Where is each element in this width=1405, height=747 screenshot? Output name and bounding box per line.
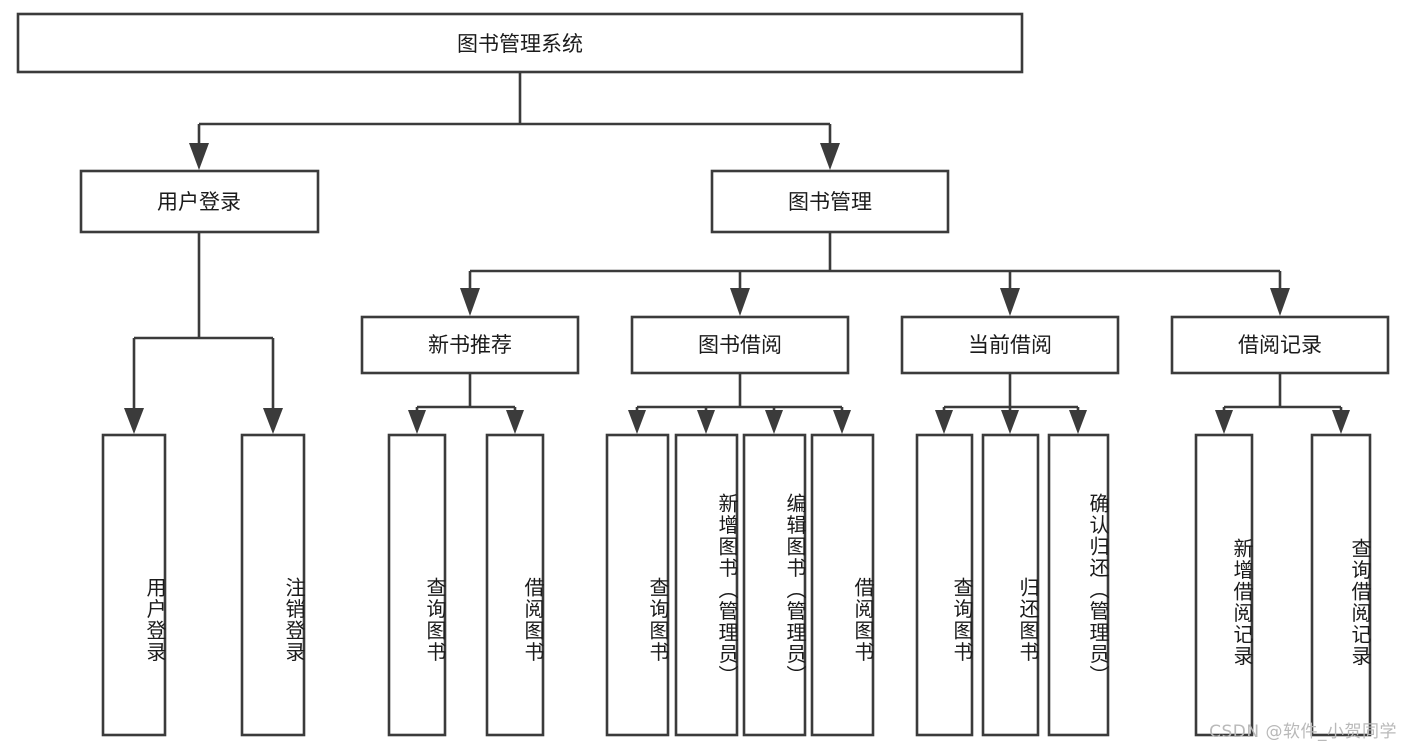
- arrow-head-icon: [263, 408, 283, 434]
- leaf-box-query-book-new[interactable]: [387, 433, 447, 737]
- node-user-login[interactable]: 用户登录: [79, 169, 320, 234]
- arrow-head-icon: [1001, 410, 1019, 434]
- node-root-label: 图书管理系统: [457, 32, 583, 56]
- connector-borrow-record-to-leaves: [1215, 373, 1350, 434]
- arrow-head-icon: [189, 143, 209, 170]
- arrow-head-icon: [833, 410, 851, 434]
- leaf-box-add-book-admin[interactable]: [674, 433, 739, 737]
- connector-current-borrow-to-leaves: [935, 373, 1087, 434]
- leaf-box-borrow-book-new[interactable]: [485, 433, 545, 737]
- arrow-head-icon: [408, 410, 426, 434]
- node-root-book-management-system[interactable]: 图书管理系统: [16, 12, 1024, 74]
- node-book-management[interactable]: 图书管理: [710, 169, 950, 234]
- arrow-head-icon: [628, 410, 646, 434]
- csdn-watermark: CSDN @软件_小贺同学: [1209, 722, 1397, 742]
- connector-new-book-to-leaves: [408, 373, 524, 434]
- arrow-head-icon: [1270, 288, 1290, 316]
- connector-root-to-level2: [189, 72, 840, 170]
- arrow-head-icon: [935, 410, 953, 434]
- node-borrow-record-label: 借阅记录: [1238, 333, 1322, 357]
- leaf-node-boxes: [101, 433, 1372, 737]
- arrow-head-icon: [765, 410, 783, 434]
- leaf-box-borrow-book[interactable]: [810, 433, 875, 737]
- leaf-box-confirm-return-admin[interactable]: [1047, 433, 1110, 737]
- node-current-borrow-label: 当前借阅: [968, 333, 1052, 357]
- arrow-head-icon: [1332, 410, 1350, 434]
- connector-book-borrow-to-leaves: [628, 373, 851, 434]
- leaf-box-logout[interactable]: [240, 433, 306, 737]
- arrow-head-icon: [460, 288, 480, 316]
- node-new-book-recommend-label: 新书推荐: [428, 333, 512, 357]
- node-user-login-label: 用户登录: [157, 190, 241, 214]
- leaf-box-return-book[interactable]: [981, 433, 1040, 737]
- arrow-head-icon: [1000, 288, 1020, 316]
- arrow-head-icon: [1069, 410, 1087, 434]
- arrow-head-icon: [1215, 410, 1233, 434]
- leaf-box-user-login[interactable]: [101, 433, 167, 737]
- node-book-borrow[interactable]: 图书借阅: [630, 315, 850, 375]
- node-borrow-record[interactable]: 借阅记录: [1170, 315, 1390, 375]
- node-new-book-recommend[interactable]: 新书推荐: [360, 315, 580, 375]
- connector-user-login-to-leaves: [124, 232, 283, 434]
- arrow-head-icon: [820, 143, 840, 170]
- leaf-box-query-book-borrow[interactable]: [605, 433, 670, 737]
- node-book-management-label: 图书管理: [788, 190, 872, 214]
- leaf-box-edit-book-admin[interactable]: [742, 433, 807, 737]
- leaf-box-query-book-current[interactable]: [915, 433, 974, 737]
- node-current-borrow[interactable]: 当前借阅: [900, 315, 1120, 375]
- leaf-box-add-borrow-record[interactable]: [1194, 433, 1254, 737]
- arrow-head-icon: [730, 288, 750, 316]
- arrow-head-icon: [124, 408, 144, 434]
- connector-book-mgmt-to-level3: [460, 232, 1290, 316]
- arrow-head-icon: [697, 410, 715, 434]
- arrow-head-icon: [506, 410, 524, 434]
- node-book-borrow-label: 图书借阅: [698, 333, 782, 357]
- leaf-box-query-borrow-record[interactable]: [1310, 433, 1372, 737]
